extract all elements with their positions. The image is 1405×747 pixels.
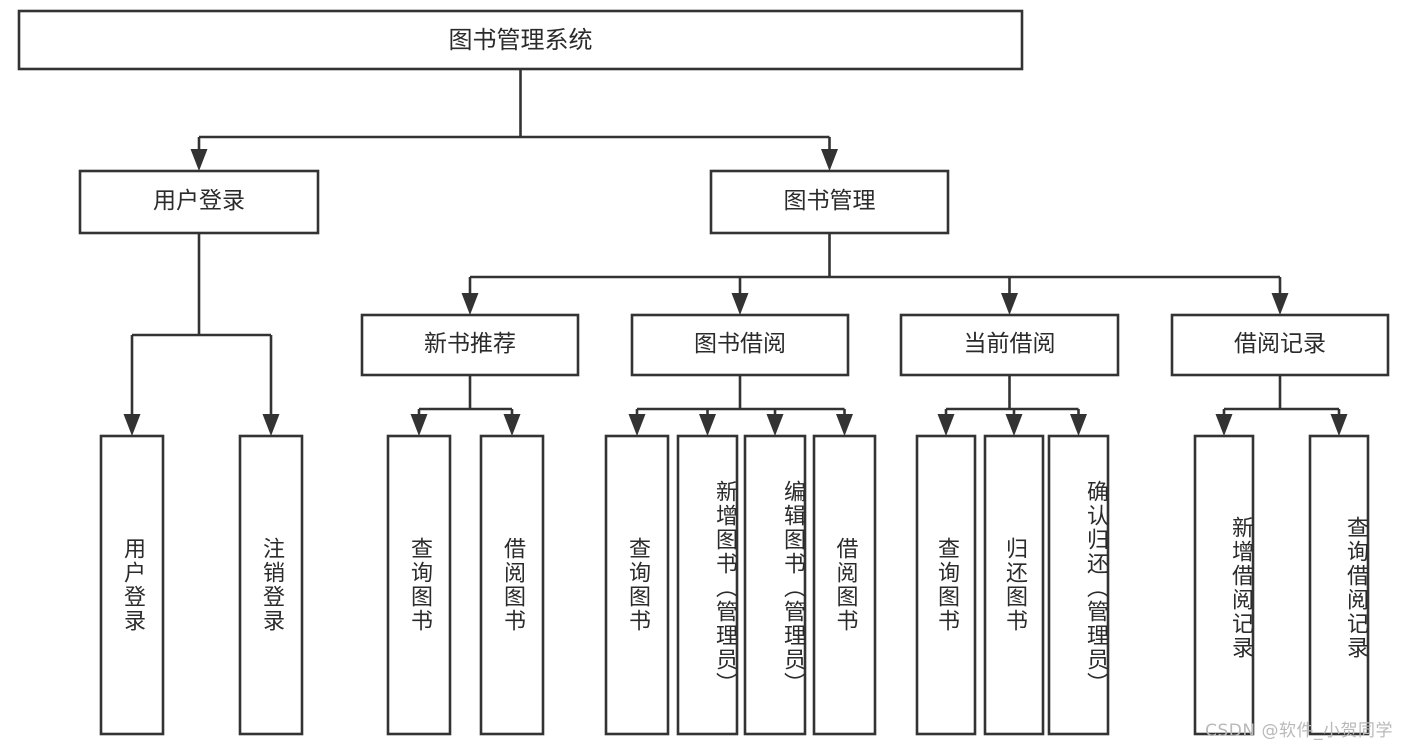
node-box-leaf-borrow-borrow-book <box>812 434 877 736</box>
node-box-new-book-rec <box>360 313 580 377</box>
node-box-book-borrow <box>630 313 850 377</box>
node-box-root <box>17 9 1024 71</box>
node-box-leaf-current-return-book <box>983 434 1045 736</box>
node-box-current-borrow <box>899 313 1120 377</box>
node-box-leaf-rec-borrow-book <box>479 434 545 736</box>
node-box-book-manage <box>709 169 950 235</box>
node-box-leaf-user-login <box>99 434 165 736</box>
node-box-leaf-user-logout <box>238 434 304 736</box>
node-box-leaf-current-query-book <box>915 434 977 736</box>
node-box-leaf-current-confirm-return <box>1047 434 1110 736</box>
node-box-leaf-borrow-query-book <box>604 434 670 736</box>
node-box-borrow-record <box>1170 313 1390 377</box>
node-box-leaf-record-query <box>1308 434 1370 736</box>
node-box-user-login <box>78 169 320 235</box>
node-box-leaf-rec-query-book <box>386 434 452 736</box>
node-box-leaf-borrow-add-book <box>676 434 739 736</box>
node-box-leaf-borrow-edit-book <box>743 434 807 736</box>
node-box-leaf-record-add <box>1193 434 1255 736</box>
